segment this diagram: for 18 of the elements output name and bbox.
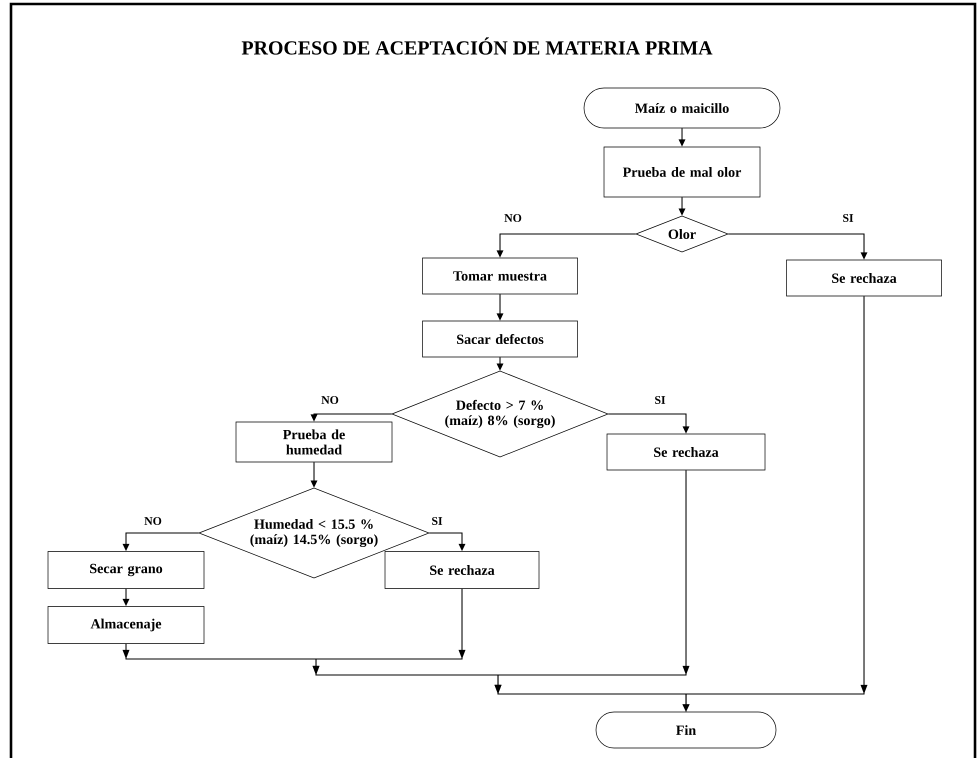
- edge-label: SI: [430, 516, 444, 526]
- title: PROCESO DE ACEPTACIÓN DE MATERIA PRIMA: [242, 37, 712, 55]
- edge-label: NO: [320, 394, 340, 406]
- process-box: Prueba de humedad: [236, 422, 392, 462]
- process-box: Se rechaza: [606, 434, 766, 470]
- process-box: Se rechaza: [786, 260, 942, 296]
- edge-label: NO: [503, 212, 523, 224]
- process-box: Almacenaje: [48, 606, 204, 644]
- process-box: Prueba de mal olor: [604, 146, 760, 198]
- edge-label: NO: [143, 516, 163, 526]
- process-box: Secar grano: [48, 551, 204, 589]
- terminal-box: Fin: [596, 712, 776, 748]
- edge-label: SI: [841, 212, 855, 224]
- edge-label: SI: [653, 394, 667, 406]
- process-box: Tomar muestra: [422, 258, 578, 294]
- process-box: Se rechaza: [384, 551, 540, 589]
- terminal-box: Maíz o maicillo: [584, 88, 780, 128]
- process-box: Sacar defectos: [422, 320, 578, 358]
